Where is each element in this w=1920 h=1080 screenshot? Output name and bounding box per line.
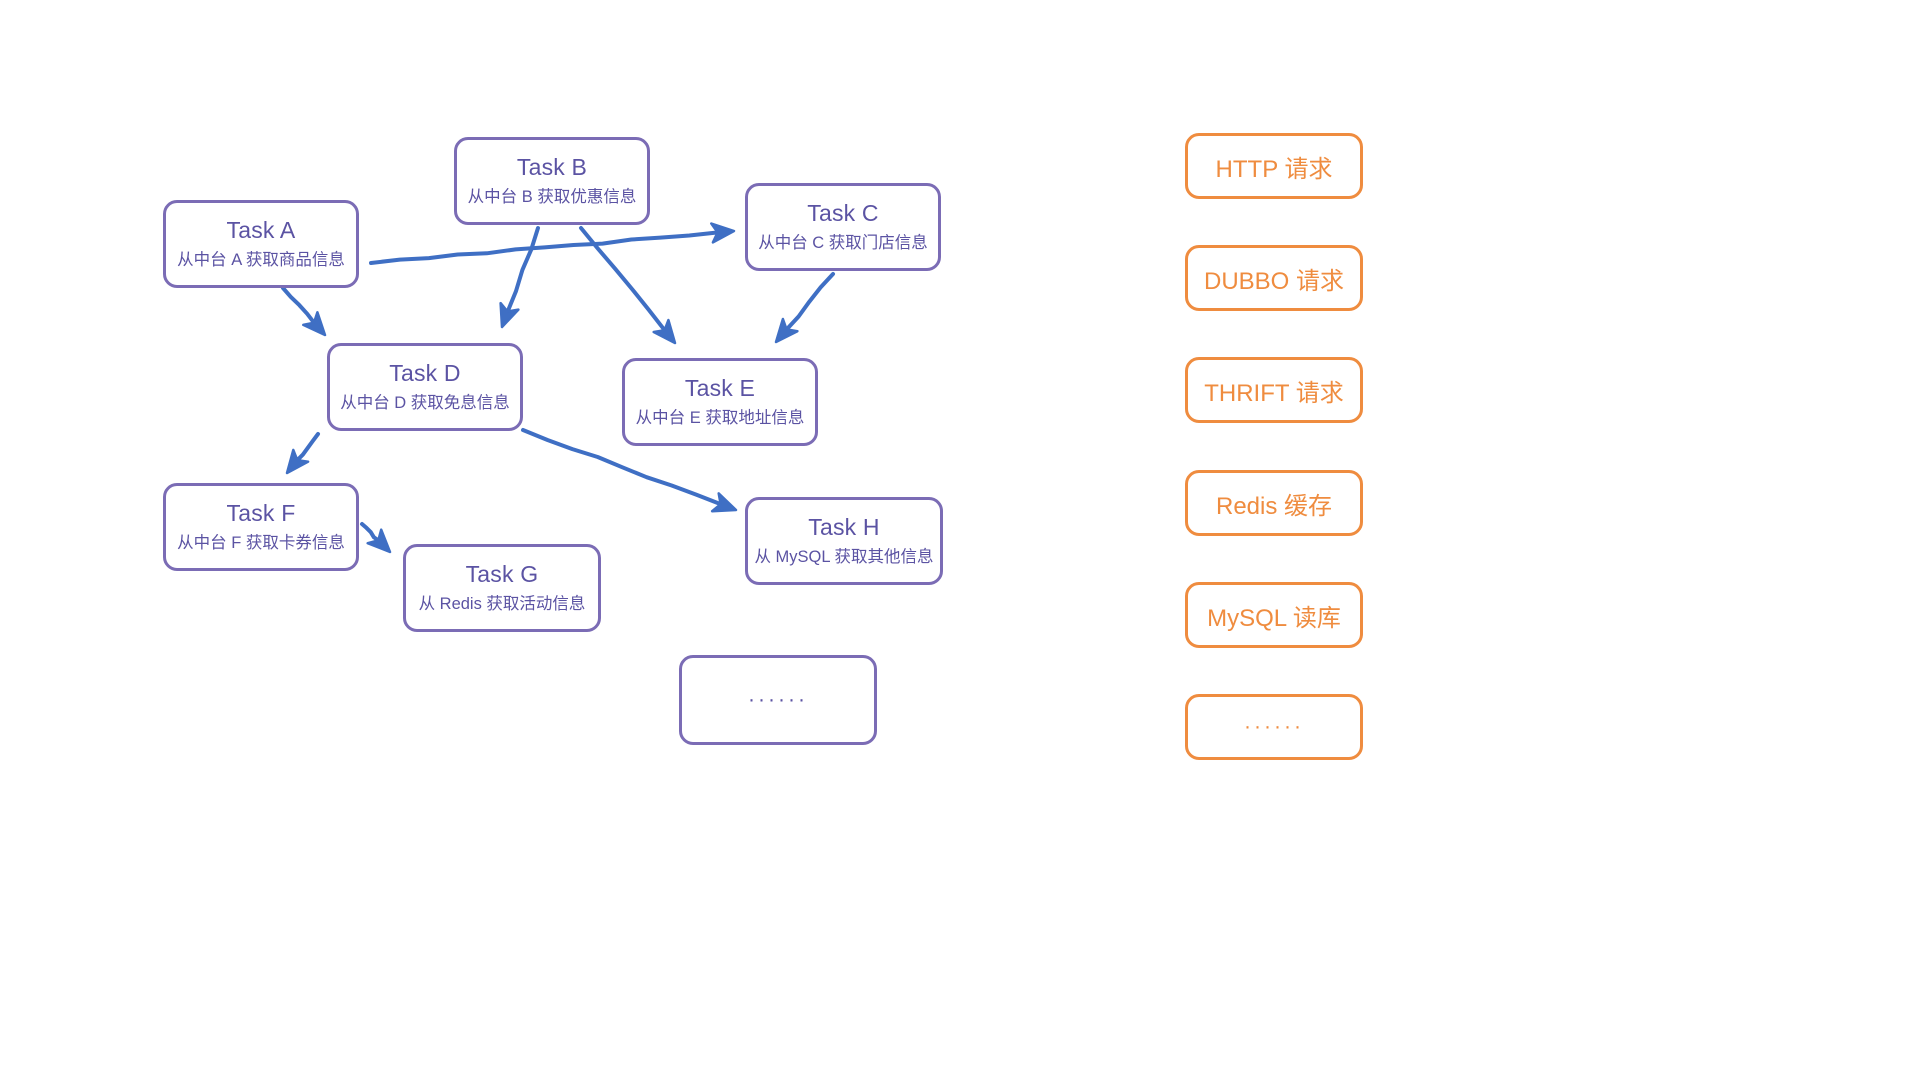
legend-item-label: Redis 缓存 — [1215, 492, 1333, 520]
node-title: Task D — [389, 360, 461, 387]
legend-item-label: DUBBO 请求 — [1203, 267, 1344, 295]
node-title: Task G — [465, 561, 539, 588]
node-subtitle: 从 Redis 获取活动信息 — [418, 595, 586, 614]
legend-item-0[interactable]: HTTP 请求 — [1185, 133, 1363, 199]
edge-f-to-g — [360, 522, 392, 554]
task-node-a[interactable]: Task A 从中台 A 获取商品信息 — [163, 200, 359, 288]
legend-item-2[interactable]: THRIFT 请求 — [1185, 357, 1363, 423]
legend-item-3[interactable]: Redis 缓存 — [1185, 470, 1363, 536]
node-title: Task E — [684, 375, 756, 402]
task-node-e[interactable]: Task E 从中台 E 获取地址信息 — [622, 358, 818, 446]
edge-a-to-c — [369, 222, 736, 265]
legend-item-1[interactable]: DUBBO 请求 — [1185, 245, 1363, 311]
node-subtitle: 从中台 E 获取地址信息 — [635, 409, 805, 428]
node-title: Task A — [226, 217, 296, 244]
node-title: Task F — [226, 500, 296, 527]
task-node-ellipsis[interactable]: ······ — [679, 655, 877, 745]
legend-item-label: MySQL 读库 — [1207, 604, 1341, 632]
legend-item-4[interactable]: MySQL 读库 — [1185, 582, 1363, 648]
node-subtitle: 从中台 B 获取优惠信息 — [467, 188, 637, 207]
node-subtitle: 从中台 D 获取免息信息 — [340, 394, 510, 413]
node-subtitle: 从 MySQL 获取其他信息 — [754, 548, 934, 567]
edge-c-to-e — [774, 272, 835, 344]
task-node-g[interactable]: Task G 从 Redis 获取活动信息 — [403, 544, 601, 632]
node-title: Task B — [516, 154, 588, 181]
node-subtitle: 从中台 A 获取商品信息 — [177, 251, 345, 270]
legend-item-label: HTTP 请求 — [1215, 155, 1333, 183]
node-title: Task H — [808, 514, 880, 541]
edge-d-to-f — [285, 432, 320, 475]
task-node-b[interactable]: Task B 从中台 B 获取优惠信息 — [454, 137, 650, 225]
ellipsis-label: ······ — [748, 688, 808, 711]
task-node-f[interactable]: Task F 从中台 F 获取卡券信息 — [163, 483, 359, 571]
legend-item-5[interactable]: ······ — [1185, 694, 1363, 760]
node-subtitle: 从中台 F 获取卡券信息 — [177, 534, 345, 553]
task-node-d[interactable]: Task D 从中台 D 获取免息信息 — [327, 343, 523, 431]
node-subtitle: 从中台 C 获取门店信息 — [758, 234, 928, 253]
task-node-h[interactable]: Task H 从 MySQL 获取其他信息 — [745, 497, 943, 585]
legend-item-label: THRIFT 请求 — [1204, 379, 1344, 407]
edge-b-to-e — [579, 226, 677, 345]
node-title: Task C — [807, 200, 879, 227]
task-node-c[interactable]: Task C 从中台 C 获取门店信息 — [745, 183, 941, 271]
edge-a-to-d — [281, 286, 327, 337]
legend-item-label: ······ — [1244, 715, 1304, 738]
edge-b-to-d — [499, 226, 540, 329]
